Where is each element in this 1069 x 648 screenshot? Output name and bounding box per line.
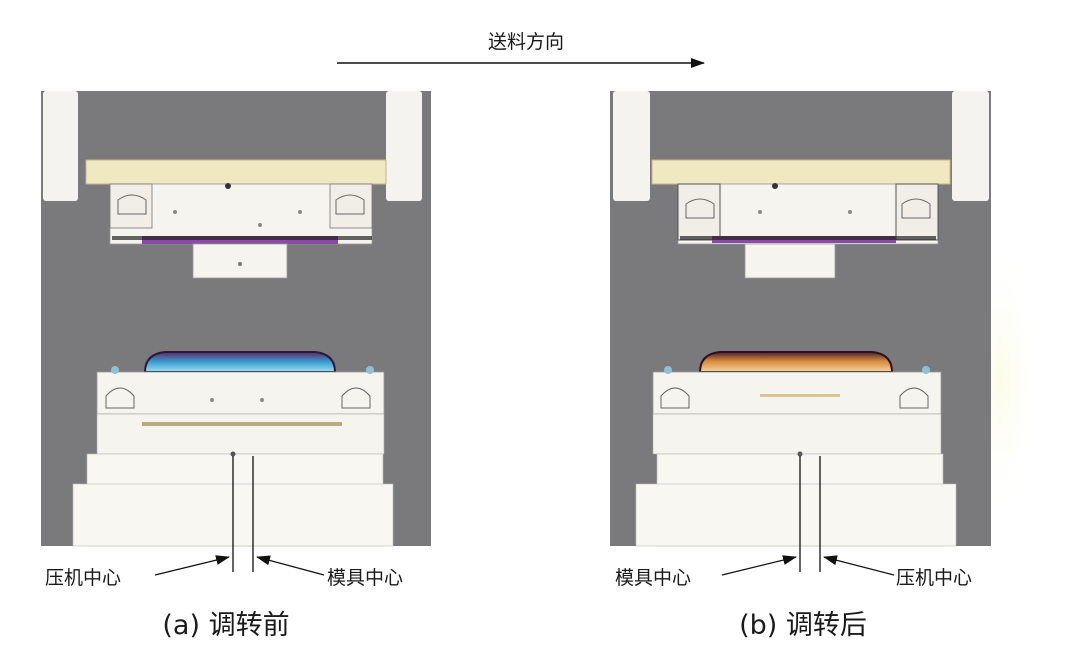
- caption-a: (a) 调转前: [162, 610, 289, 641]
- press-center-leader-b: [823, 555, 895, 576]
- center-mark-b: [797, 451, 803, 457]
- lower-die-a: [96, 351, 385, 455]
- die-center-leader-a: [256, 555, 325, 576]
- upright-left-b: [613, 91, 650, 201]
- panel-b-after: 模具中心 压机中心 (b) 调转后: [610, 91, 991, 641]
- slide-beam-b: [651, 159, 951, 185]
- slide-beam-a: [85, 159, 387, 185]
- upper-die-b: [677, 183, 939, 279]
- caption-b: (b) 调转后: [739, 610, 867, 641]
- sheet-part-a: [143, 351, 337, 373]
- feed-direction-label: 送料方向: [488, 31, 564, 53]
- upper-die-a: [109, 183, 373, 279]
- die-center-label-b: 模具中心: [615, 567, 691, 589]
- center-mark-a: [230, 451, 236, 457]
- upright-right-b: [952, 91, 989, 201]
- panel-a-before: 压机中心 模具中心 (a) 调转前: [41, 91, 431, 641]
- press-center-leader-a: [154, 555, 230, 576]
- die-center-leader-b: [721, 555, 797, 576]
- feed-direction-indicator: 送料方向: [337, 31, 705, 68]
- upright-left-a: [43, 91, 78, 201]
- lower-die-b: [652, 351, 942, 455]
- sheet-part-b: [698, 351, 894, 373]
- die-center-label-a: 模具中心: [327, 567, 403, 589]
- press-bed-step-b: [635, 483, 957, 547]
- press-center-label-a: 压机中心: [45, 567, 121, 589]
- upright-right-a: [386, 91, 422, 201]
- press-center-label-b: 压机中心: [896, 567, 972, 589]
